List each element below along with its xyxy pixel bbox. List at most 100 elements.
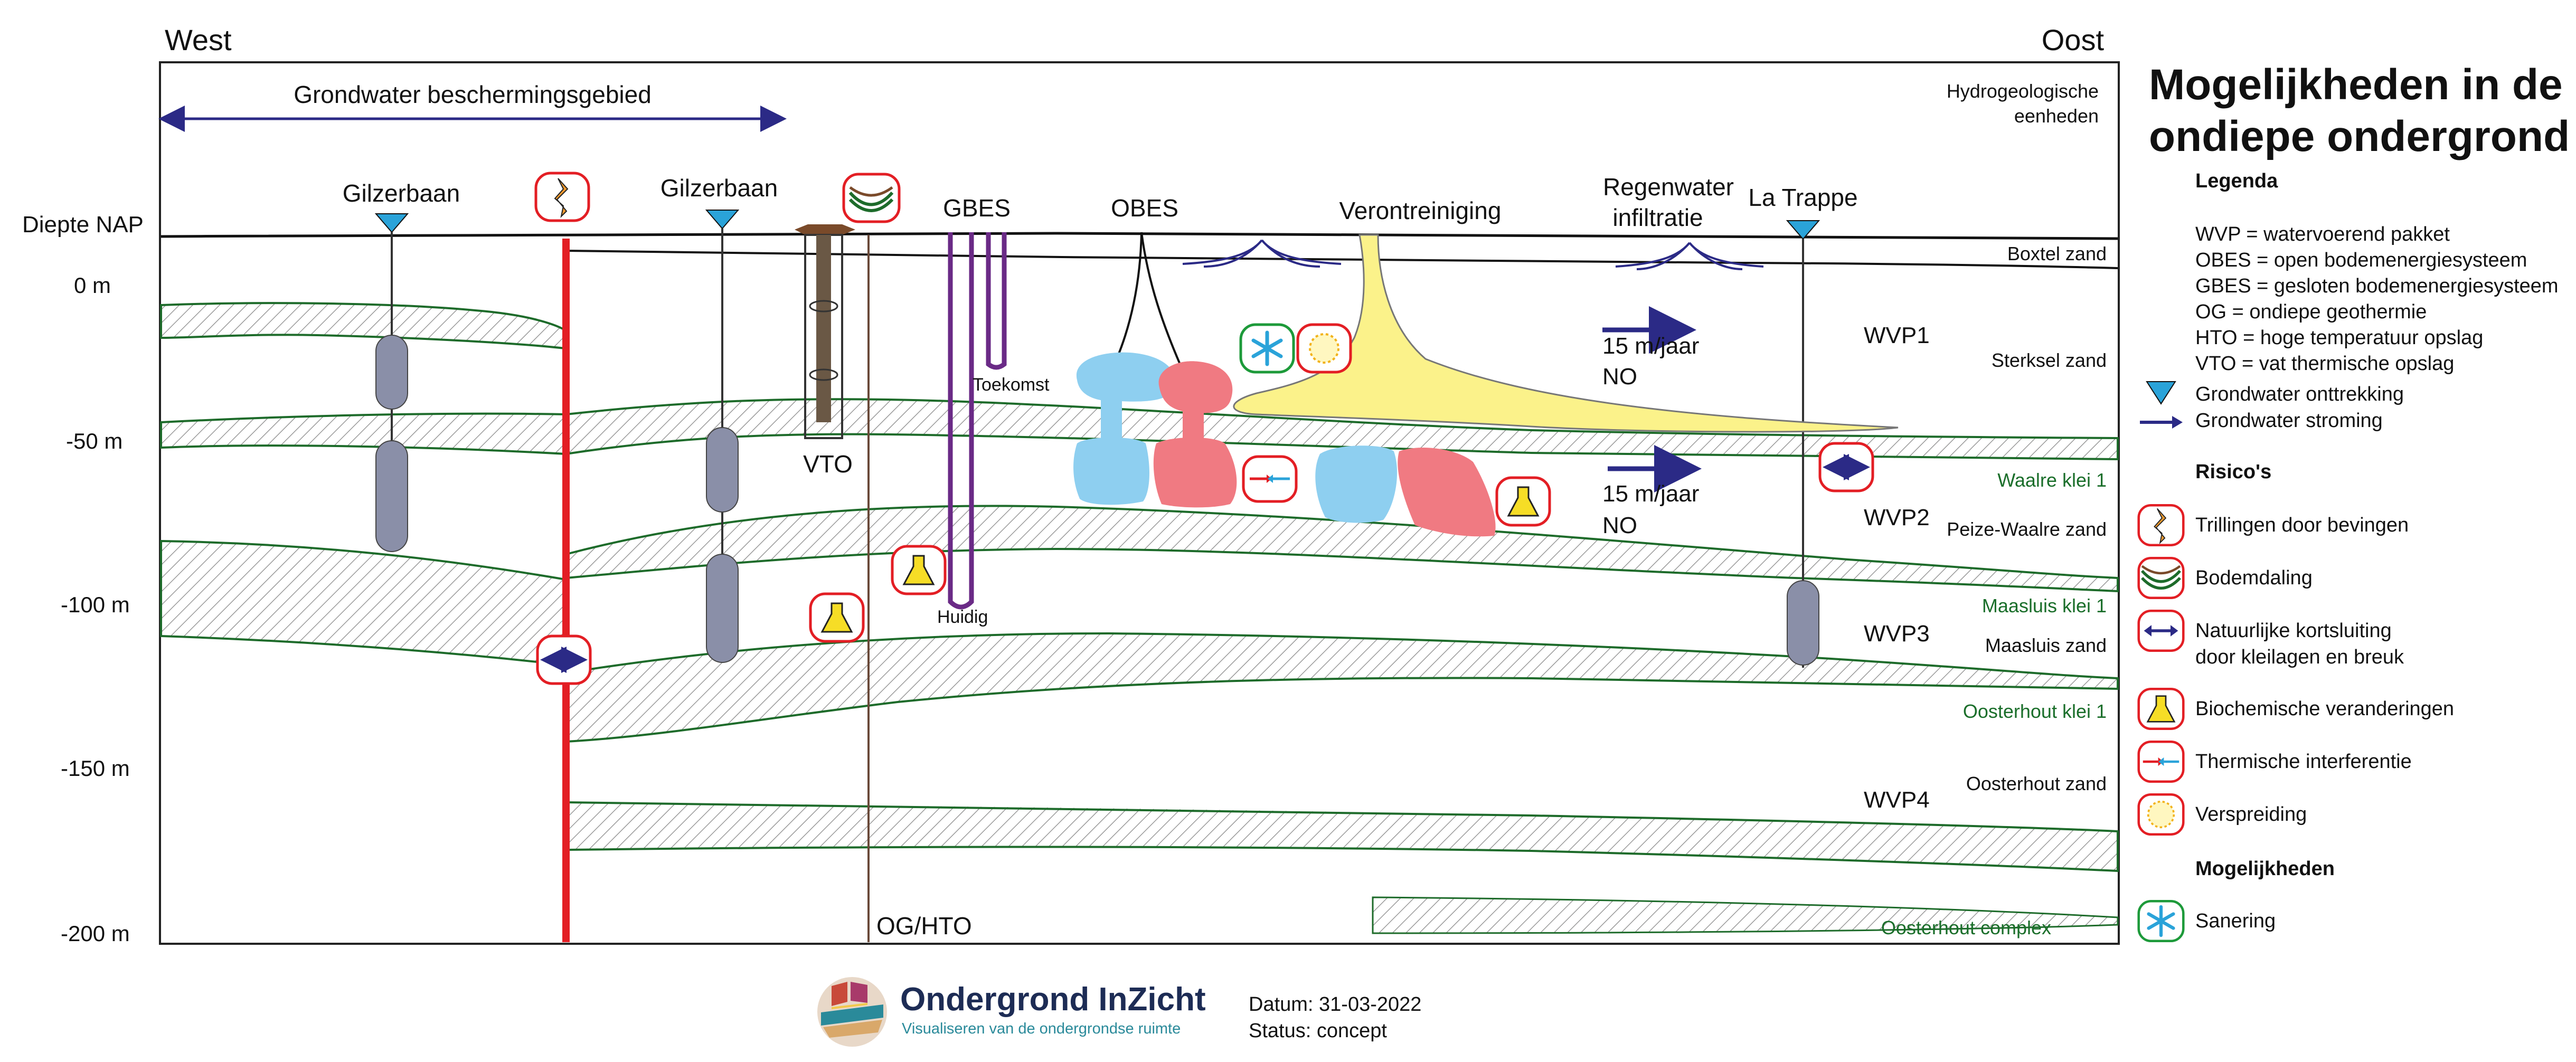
- unit-maasluis-zand: Maasluis zand: [1985, 634, 2107, 656]
- legend-bodemdaling: Bodemdaling: [2195, 567, 2313, 589]
- wvp1-label: WVP1: [1864, 323, 1930, 348]
- vto-label: VTO: [803, 450, 853, 478]
- obes-warm-aquifer-2: [1398, 447, 1496, 537]
- legend-thermal-icon: [2137, 740, 2185, 783]
- short-circuit-icon: [536, 634, 592, 685]
- og-hto-label: OG/HTO: [876, 912, 972, 940]
- biochemical-flask-icon: [1495, 476, 1551, 527]
- hydro-units-label-1: Hydrogeologische: [1947, 80, 2099, 102]
- legend-onttrekking: Grondwater onttrekking: [2195, 383, 2404, 405]
- well-gilzerbaan-1: [374, 213, 409, 552]
- subsidence-icon: [842, 173, 901, 223]
- legend-possibilities-heading: Mogelijkheden: [2195, 858, 2335, 880]
- legend-thermisch: Thermische interferentie: [2195, 751, 2412, 773]
- legend-kortsluiting-1: Natuurlijke kortsluiting: [2195, 620, 2392, 642]
- oost-label: Oost: [2042, 23, 2105, 56]
- well-screen: [1787, 580, 1819, 666]
- abbr-gbes: GBES = gesloten bodemenergiesysteem: [2195, 275, 2559, 297]
- protection-zone-label: Grondwater beschermingsgebied: [294, 81, 652, 108]
- depth-tick-50: -50 m: [66, 429, 122, 453]
- legend-risks-heading: Risico's: [2195, 461, 2272, 483]
- well-gilzerbaan-2: [705, 210, 740, 663]
- unit-waalre: Waalre klei 1: [1997, 469, 2107, 491]
- unit-maasluis-klei: Maasluis klei 1: [1982, 595, 2107, 617]
- boxtel-base: [565, 250, 2118, 269]
- la-trappe-label: La Trappe: [1748, 184, 1857, 211]
- depth-tick-200: -200 m: [61, 921, 130, 946]
- depth-tick-150: -150 m: [61, 756, 130, 781]
- section-frame: [159, 61, 2120, 945]
- footer-datum: Datum: 31-03-2022: [1249, 993, 1422, 1016]
- legend-sanering: Sanering: [2195, 910, 2276, 932]
- biochemical-flask-icon: [809, 592, 865, 643]
- well-screen: [375, 440, 408, 552]
- well-la-trappe: [1786, 220, 1820, 668]
- unit-oosterhout-zand: Oosterhout zand: [1966, 773, 2107, 794]
- footer-meta: Datum: 31-03-2022 Status: concept: [1249, 991, 1421, 1044]
- quake-icon: [534, 172, 590, 222]
- legend-biochemisch: Biochemische veranderingen: [2195, 698, 2455, 720]
- huidig-label: Huidig: [937, 607, 988, 627]
- verontreiniging-label: Verontreiniging: [1339, 197, 1502, 224]
- biochemical-flask-icon: [891, 545, 947, 595]
- abbr-og: OG = ondiepe geothermie: [2195, 301, 2427, 323]
- depth-tick-100: -100 m: [61, 592, 130, 617]
- abbr-vto: VTO = vat thermische opslag: [2195, 353, 2455, 375]
- legend-trillingen: Trillingen door bevingen: [2195, 514, 2409, 536]
- legend-verspreiding: Verspreiding: [2195, 803, 2307, 826]
- unit-oosterhout-klei: Oosterhout klei 1: [1963, 700, 2107, 722]
- legend-extraction-triangle-icon: [2146, 381, 2176, 405]
- regenwater-label-1: Regenwater: [1603, 173, 1734, 201]
- legend-subsidence-icon: [2137, 556, 2185, 600]
- clay-layers: [160, 302, 2119, 934]
- obes-cold-plume: [1076, 352, 1176, 402]
- depth-tick-0: 0 m: [74, 273, 111, 298]
- legend-quake-icon: [2137, 504, 2185, 547]
- abbr-wvp: WVP = watervoerend pakket: [2195, 223, 2450, 245]
- thermal-interference-icon: [1242, 455, 1298, 503]
- legend-heading: Legenda: [2195, 170, 2278, 192]
- hydro-units-label-2: eenheden: [2014, 105, 2099, 127]
- clay-layer-oosterhout-complex: [1372, 896, 2119, 934]
- legend-kortsluiting-2: door kleilagen en breuk: [2195, 646, 2404, 668]
- wvp3-label: WVP3: [1864, 621, 1930, 647]
- vto-tank: [795, 224, 855, 439]
- gbes-label: GBES: [943, 194, 1011, 222]
- clay-layer-maasluis: [565, 505, 2119, 593]
- gbes-loops: [948, 232, 1007, 610]
- regenwater-label-2: infiltratie: [1612, 204, 1703, 231]
- legend-title-line2: ondiepe ondergrond: [2149, 112, 2570, 160]
- abbr-obes: OBES = open bodemenergiesysteem: [2195, 249, 2527, 271]
- footer-tagline: Visualiseren van de ondergrondse ruimte: [902, 1020, 1181, 1037]
- legend-title-line1: Mogelijkheden in de: [2149, 61, 2563, 109]
- well-screen: [375, 335, 408, 410]
- well-screen: [706, 427, 739, 513]
- wvp2-label: WVP2: [1864, 505, 1930, 530]
- toekomst-label: Toekomst: [973, 375, 1050, 395]
- obes-cold-aquifer-2: [1315, 445, 1398, 523]
- unit-oosterhout-complex: Oosterhout complex: [1881, 917, 2051, 938]
- legend-stroming: Grondwater stroming: [2195, 410, 2383, 432]
- extraction-triangle-icon: [374, 213, 409, 233]
- gilzerbaan-1-label: Gilzerbaan: [343, 179, 460, 207]
- remediation-icon: [1239, 323, 1295, 374]
- contamination-plume: [1233, 234, 1899, 433]
- obes-system: [1073, 232, 1496, 537]
- clay-layer-top-left: [160, 302, 566, 350]
- extraction-triangle-icon: [705, 210, 740, 230]
- legend-flow-arrow-icon: [2140, 416, 2183, 429]
- legend-abbreviations: WVP = watervoerend pakket OBES = open bo…: [2195, 222, 2559, 377]
- obes-label: OBES: [1111, 194, 1178, 222]
- legend-remediation-icon: [2137, 899, 2185, 943]
- legend-title: Mogelijkheden in de ondiepe ondergrond: [2149, 59, 2571, 163]
- depth-nap-label: Diepte NAP: [22, 212, 144, 238]
- ground-surface: [161, 232, 2118, 240]
- short-circuit-icon: [1818, 442, 1874, 492]
- gilzerbaan-2-label: Gilzerbaan: [660, 174, 778, 202]
- legend-flask-icon: [2137, 687, 2185, 731]
- obes-warm-lower: [1153, 437, 1237, 508]
- extraction-triangle-icon: [1786, 220, 1820, 240]
- unit-peize: Peize-Waalre zand: [1947, 518, 2107, 540]
- flow-rate-upper: 15 m/jaar: [1602, 333, 1699, 359]
